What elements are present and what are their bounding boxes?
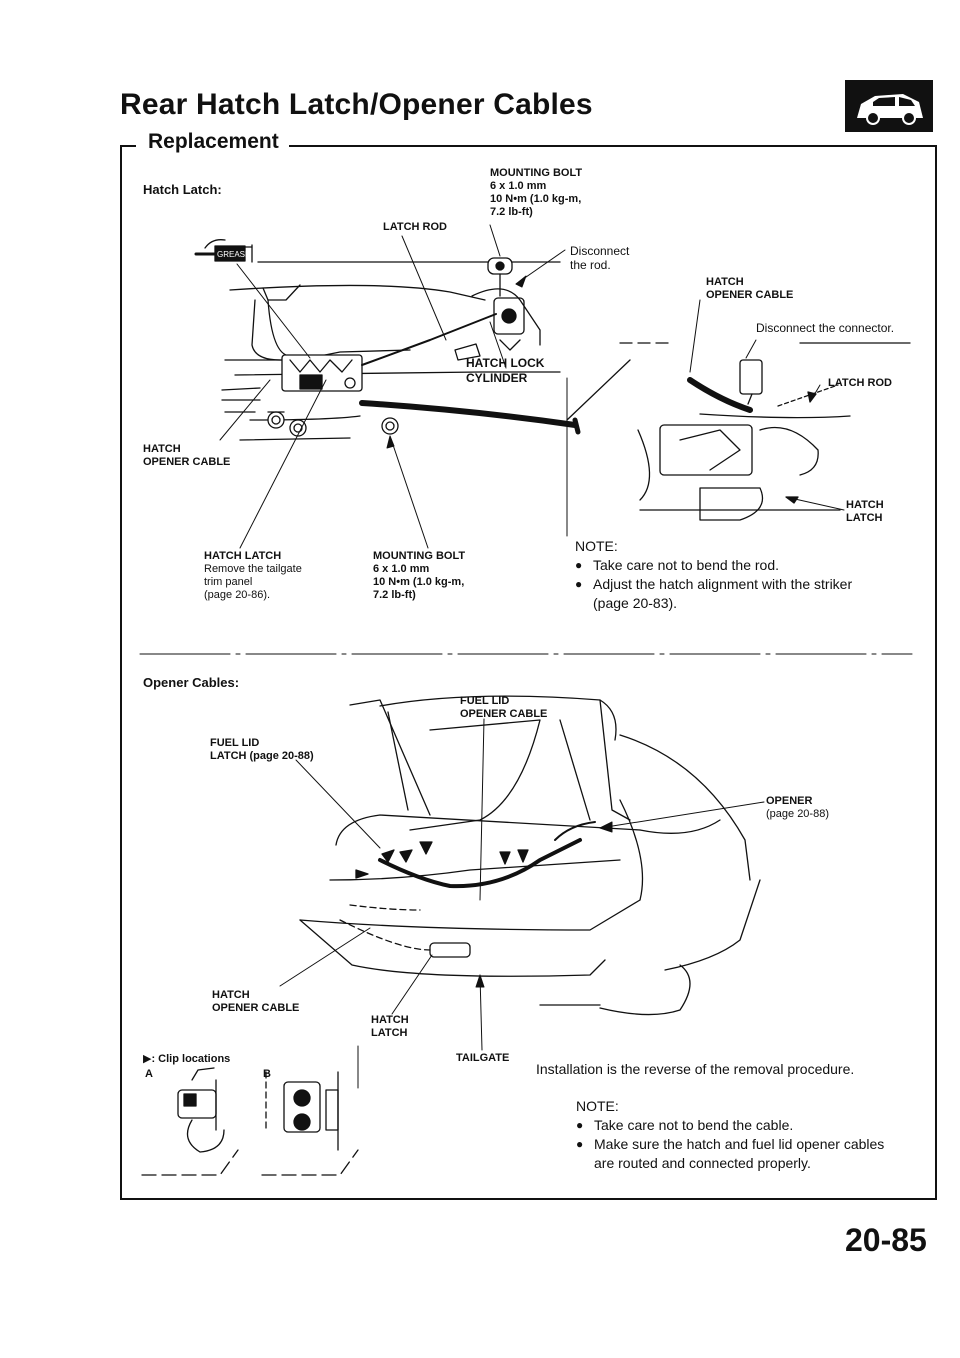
hatch-latch-heading: Hatch Latch:	[143, 182, 222, 197]
opener-cables-note: NOTE: Take care not to bend the cable. M…	[576, 1097, 884, 1173]
hatch-lock-cylinder-label: HATCH LOCK CYLINDER	[466, 356, 545, 385]
latch-rod-label: LATCH ROD	[383, 221, 447, 233]
clip-a-detail	[141, 1067, 239, 1176]
disconnect-connector-label: Disconnect the connector.	[756, 321, 895, 335]
disconnect-rod-label: Disconnect the rod.	[570, 244, 630, 272]
hatch-latch-note: NOTE: Take care not to bend the rod. Adj…	[575, 537, 852, 613]
clip-b-label: B	[263, 1068, 271, 1080]
tailgate-label: TAILGATE	[456, 1052, 510, 1064]
fuel-lid-opener-cable-label: FUEL LID OPENER CABLE	[460, 695, 548, 720]
section-heading: Replacement	[148, 130, 279, 153]
hatch-latch-bottom-label: HATCH LATCH Remove the tailgate trim pan…	[204, 550, 302, 601]
section-frame	[120, 145, 937, 1200]
clip-a-label: A	[145, 1068, 153, 1080]
mounting-bolt-bottom-label: MOUNTING BOLT 6 x 1.0 mm 10 N•m (1.0 kg-…	[373, 550, 466, 601]
latch-rod-right-label: LATCH ROD	[828, 377, 892, 389]
hatch-latch-diagram	[221, 257, 581, 441]
latch-connector-detail	[637, 299, 851, 521]
hatch-opener-cable-label: HATCH OPENER CABLE	[212, 989, 300, 1014]
clip-b-detail	[261, 1071, 359, 1176]
frame-border-right-segment	[289, 145, 935, 147]
frame-border-left-segment	[120, 145, 136, 147]
hatch-latch-label: HATCH LATCH	[371, 1014, 409, 1039]
hatch-opener-cable-right-label: HATCH OPENER CABLE	[706, 276, 794, 301]
note-item: Adjust the hatch alignment with the stri…	[575, 575, 852, 594]
note-item: Take care not to bend the rod.	[575, 556, 852, 575]
mounting-bolt-top-label: MOUNTING BOLT 6 x 1.0 mm 10 N•m (1.0 kg-…	[490, 167, 583, 218]
grease-label: GREASE	[217, 250, 250, 259]
note-item: Take care not to bend the cable.	[576, 1116, 884, 1135]
bolt-icon	[267, 411, 399, 437]
opener-cables-heading: Opener Cables:	[143, 675, 240, 690]
car-rear-diagram	[299, 695, 761, 1016]
hatch-opener-cable-left-label: HATCH OPENER CABLE	[143, 443, 231, 468]
leader-lines	[219, 224, 566, 549]
fuel-lid-latch-label: FUEL LID LATCH (page 20-88)	[210, 737, 314, 762]
hatchback-car-icon	[845, 80, 933, 132]
opener-label: OPENER (page 20-88)	[766, 795, 829, 820]
grease-icon: GREASE	[194, 239, 253, 263]
page-number: 20-85	[845, 1222, 927, 1258]
note-item: Make sure the hatch and fuel lid opener …	[576, 1135, 884, 1154]
hatch-latch-right-label: HATCH LATCH	[846, 499, 884, 524]
page-title: Rear Hatch Latch/Opener Cables	[120, 88, 593, 121]
clip-locations-label: ▶: Clip locations	[143, 1053, 231, 1065]
installation-text: Installation is the reverse of the remov…	[536, 1061, 855, 1077]
